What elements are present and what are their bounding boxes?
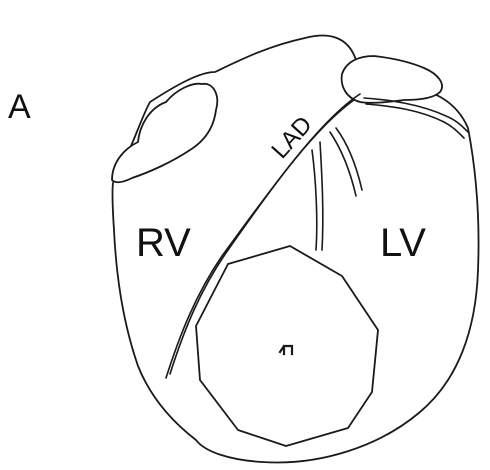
lv-label: LV: [380, 221, 426, 265]
panel-label: A: [8, 88, 31, 126]
rv-label: RV: [136, 221, 191, 265]
